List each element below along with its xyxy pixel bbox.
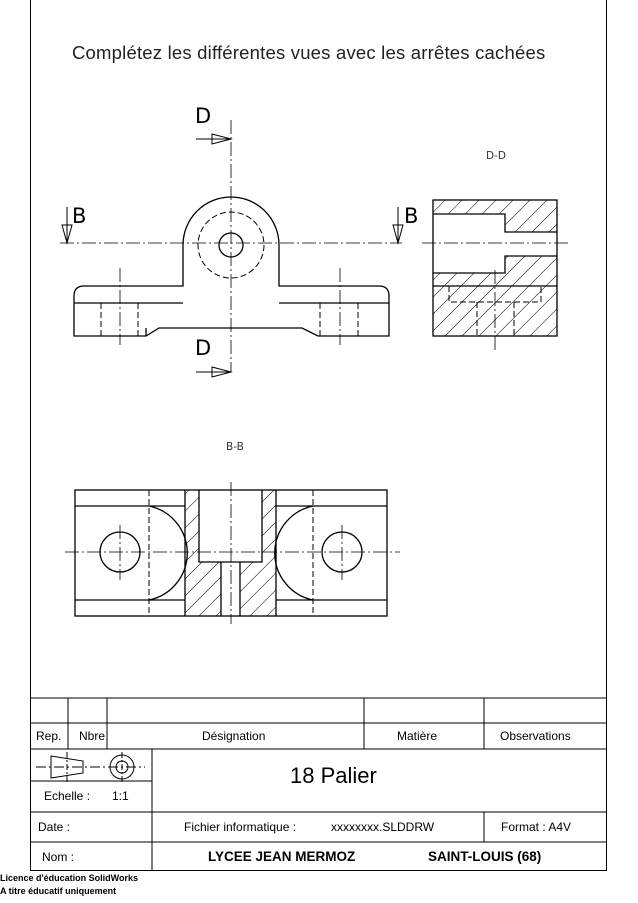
section-label-b-left: B bbox=[72, 204, 87, 228]
instruction-text: Complétez les différentes vues avec les … bbox=[72, 42, 546, 63]
section-bb-view bbox=[65, 482, 400, 624]
section-label-b-right: B bbox=[404, 204, 419, 228]
echelle-value: 1:1 bbox=[112, 789, 129, 803]
projection-symbol-icon bbox=[36, 752, 145, 782]
section-arrows bbox=[61, 133, 404, 378]
section-label-d-top: D bbox=[195, 104, 212, 128]
header-designation: Désignation bbox=[202, 729, 266, 743]
format-label: Format : A4V bbox=[501, 820, 572, 834]
nom-label: Nom : bbox=[42, 850, 75, 864]
front-view-hidden bbox=[100, 211, 359, 336]
header-observations: Observations bbox=[500, 729, 571, 743]
section-dd-view bbox=[422, 199, 568, 350]
school-name: LYCEE JEAN MERMOZ bbox=[208, 849, 356, 864]
drawing-frame bbox=[30, 0, 607, 871]
fichier-label: Fichier informatique : bbox=[184, 820, 297, 834]
echelle-label: Echelle : bbox=[44, 789, 91, 803]
part-title: 18 Palier bbox=[290, 763, 377, 788]
header-rep: Rep. bbox=[36, 729, 62, 743]
date-label: Date : bbox=[38, 820, 71, 834]
front-view bbox=[73, 196, 390, 337]
title-block-grid bbox=[30, 697, 607, 871]
school-city: SAINT-LOUIS (68) bbox=[428, 849, 542, 864]
front-view-centerlines bbox=[60, 120, 402, 372]
license-line-2: A titre éducatif uniquement bbox=[0, 886, 117, 896]
view-label-dd: D-D bbox=[486, 150, 506, 162]
header-matiere: Matière bbox=[397, 729, 438, 743]
fichier-value: xxxxxxxx.SLDDRW bbox=[331, 820, 435, 834]
section-label-d-bottom: D bbox=[195, 336, 212, 360]
view-label-bb: B-B bbox=[226, 441, 244, 453]
header-nbre: Nbre bbox=[79, 729, 106, 743]
license-line-1: Licence d'éducation SolidWorks bbox=[0, 873, 139, 883]
